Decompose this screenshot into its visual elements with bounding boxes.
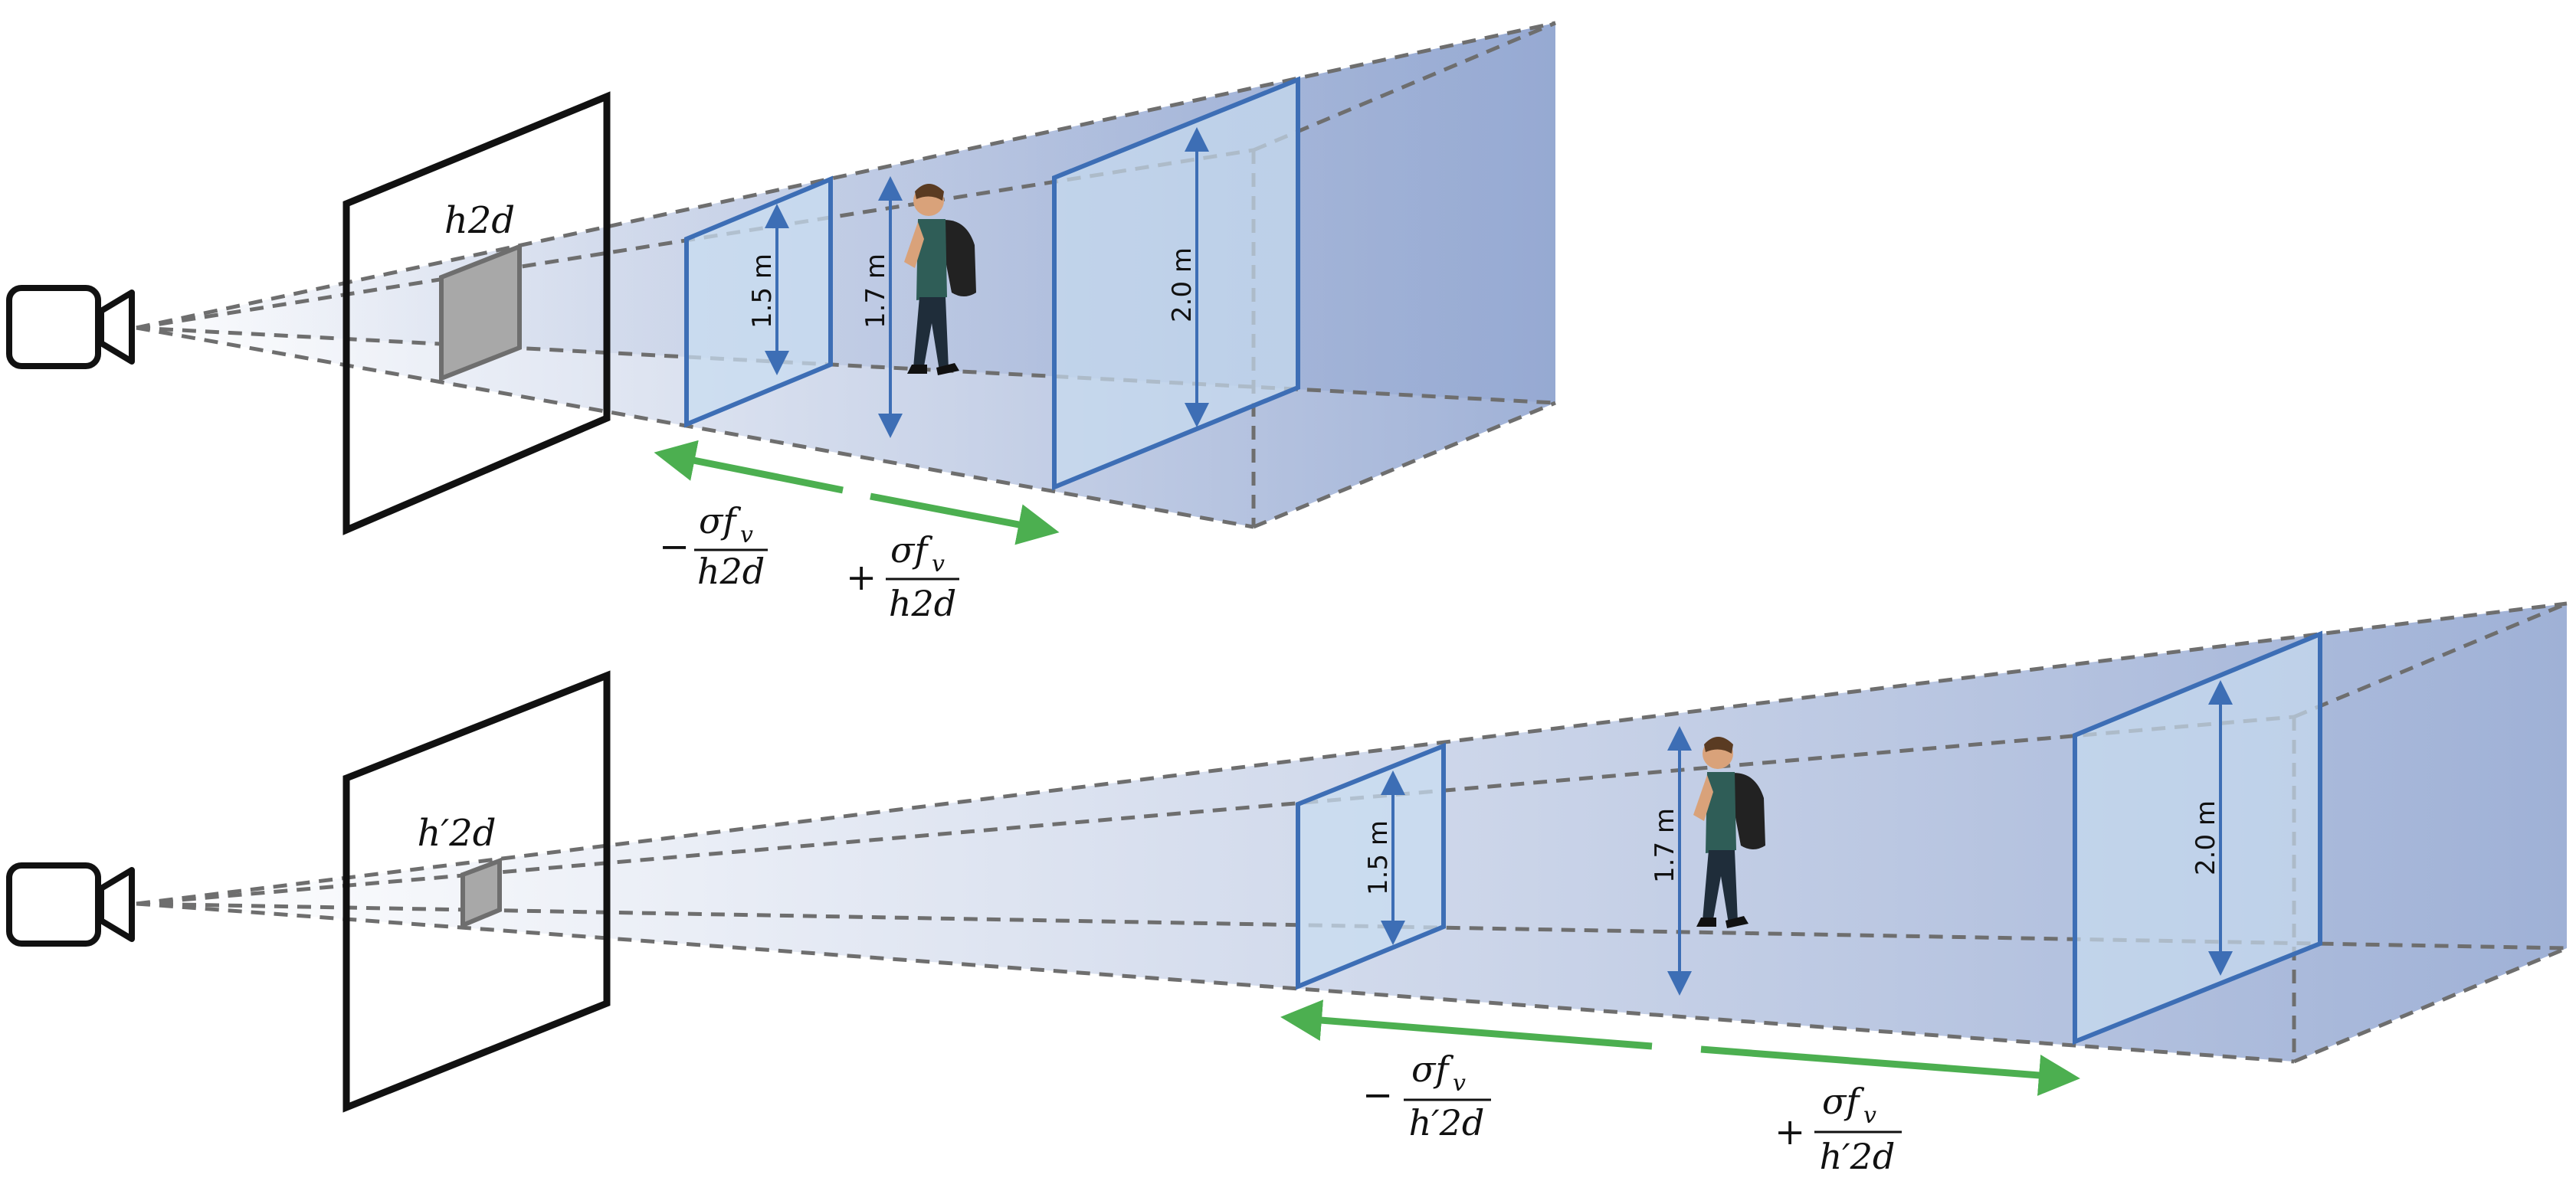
bottom-person-height-label: 1.7 m <box>1650 808 1680 883</box>
bottom-far-plane <box>2073 630 2322 1045</box>
camera-icon <box>6 285 135 369</box>
svg-text:h′2d: h′2d <box>1409 1102 1485 1143</box>
bottom-minus-arrow <box>1280 999 1653 1050</box>
svg-text:σf: σf <box>890 529 932 571</box>
top-2d-bbox <box>439 243 522 382</box>
svg-text:v: v <box>932 551 945 577</box>
svg-text:σf: σf <box>1411 1049 1454 1090</box>
top-near-height-label: 1.5 m <box>747 254 778 329</box>
top-image-label: h2d <box>444 199 515 242</box>
top-scene: 1.5 m 1.7 m 2.0 m h2d − σf v <box>6 21 1556 624</box>
svg-text:h′2d: h′2d <box>1820 1136 1896 1177</box>
top-far-plane <box>1052 76 1300 491</box>
person-icon <box>904 184 976 375</box>
person-icon <box>1693 737 1765 928</box>
camera-icon <box>6 862 135 947</box>
bottom-near-height-label: 1.5 m <box>1363 820 1394 895</box>
bottom-image-plane <box>342 670 611 1113</box>
top-minus-formula: − σf v h2d <box>659 500 768 592</box>
bottom-image-label: h′2d <box>417 812 496 855</box>
svg-text:+: + <box>846 556 877 599</box>
top-near-plane <box>684 175 833 428</box>
svg-text:σf: σf <box>699 500 741 541</box>
bottom-plus-formula: + σf v h′2d <box>1775 1081 1902 1177</box>
svg-text:h2d: h2d <box>889 583 956 624</box>
bottom-plus-arrow <box>1700 1045 2080 1096</box>
bottom-2d-bbox <box>460 857 502 929</box>
top-image-plane <box>342 91 611 535</box>
bottom-minus-formula: − σf v h′2d <box>1362 1049 1491 1143</box>
top-far-height-label: 2.0 m <box>1167 247 1198 322</box>
top-plus-formula: + σf v h2d <box>846 529 959 624</box>
svg-text:v: v <box>1863 1102 1876 1129</box>
bottom-scene: 1.5 m 1.7 m 2.0 m h′2d − σf v h′2d <box>6 601 2568 1177</box>
bottom-far-height-label: 2.0 m <box>2191 800 2221 875</box>
svg-text:−: − <box>1362 1074 1393 1117</box>
svg-text:v: v <box>740 522 753 548</box>
top-plus-arrow <box>870 492 1060 545</box>
top-person-height-label: 1.7 m <box>860 254 891 329</box>
svg-text:σf: σf <box>1822 1081 1864 1122</box>
svg-text:−: − <box>659 525 690 568</box>
svg-text:v: v <box>1453 1070 1466 1097</box>
svg-text:h2d: h2d <box>697 551 765 592</box>
bottom-near-plane <box>1296 742 1446 990</box>
svg-text:+: + <box>1775 1111 1805 1153</box>
top-minus-arrow <box>654 440 844 494</box>
